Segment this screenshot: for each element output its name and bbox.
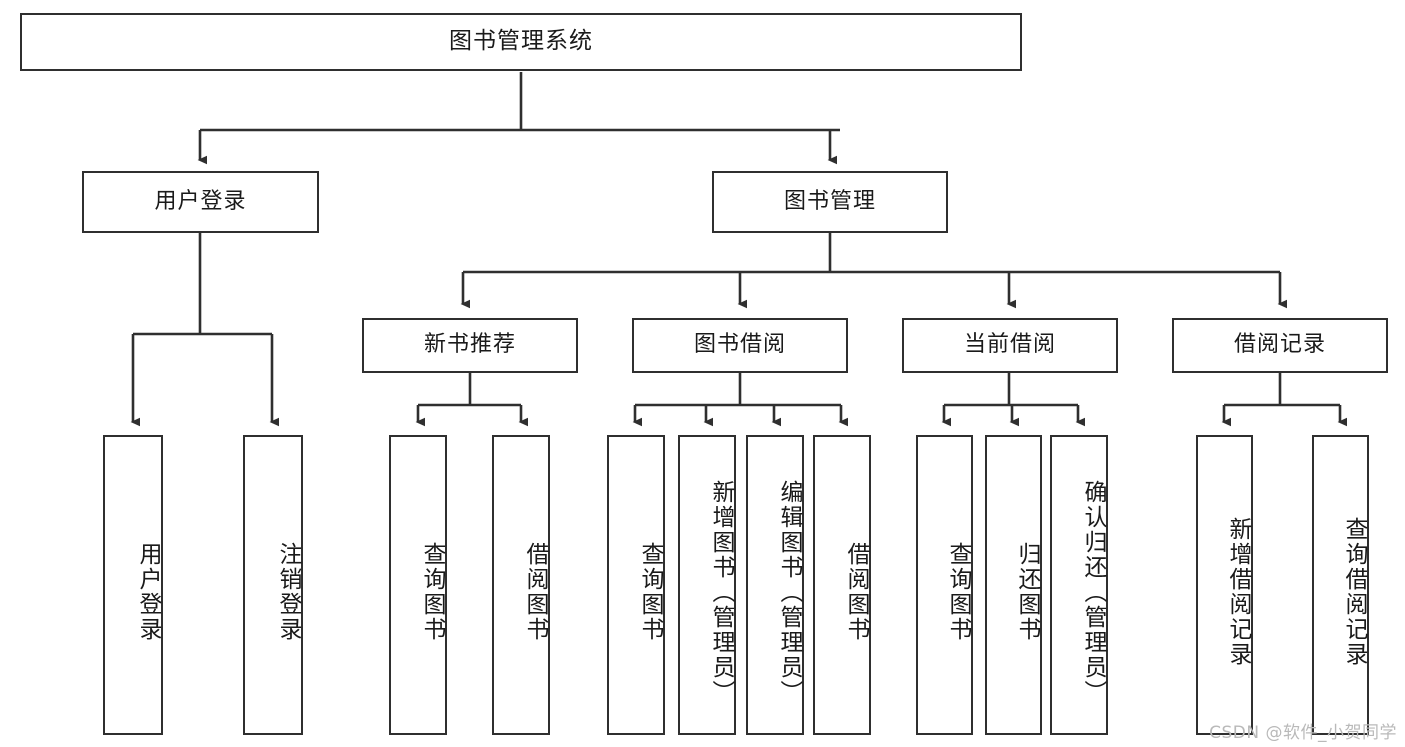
- leaf-confirm-return-admin[interactable]: 确认归还（管理员）: [1050, 435, 1108, 735]
- csdn-watermark: CSDN @软件_小贺同学: [1209, 723, 1397, 743]
- leaf-query-borrow-record[interactable]: 查询借阅记录: [1312, 435, 1369, 735]
- leaf-return-book[interactable]: 归还图书: [985, 435, 1042, 735]
- leaf-borrow-book[interactable]: 借阅图书: [813, 435, 871, 735]
- node-book-borrow[interactable]: 图书借阅: [632, 318, 848, 373]
- node-root-system[interactable]: 图书管理系统: [20, 13, 1022, 71]
- leaf-add-borrow-record[interactable]: 新增借阅记录: [1196, 435, 1253, 735]
- leaf-edit-book-admin[interactable]: 编辑图书（管理员）: [746, 435, 804, 735]
- node-borrow-records[interactable]: 借阅记录: [1172, 318, 1388, 373]
- node-user-login[interactable]: 用户登录: [82, 171, 319, 233]
- leaf-query-book-borrow[interactable]: 查询图书: [607, 435, 665, 735]
- leaf-user-login[interactable]: 用户登录: [103, 435, 163, 735]
- node-current-borrow[interactable]: 当前借阅: [902, 318, 1118, 373]
- node-book-management[interactable]: 图书管理: [712, 171, 948, 233]
- leaf-logout[interactable]: 注销登录: [243, 435, 303, 735]
- leaf-query-book-recommend[interactable]: 查询图书: [389, 435, 447, 735]
- leaf-add-book-admin[interactable]: 新增图书（管理员）: [678, 435, 736, 735]
- leaf-borrow-book-recommend[interactable]: 借阅图书: [492, 435, 550, 735]
- leaf-query-book-current[interactable]: 查询图书: [916, 435, 973, 735]
- node-new-book-recommend[interactable]: 新书推荐: [362, 318, 578, 373]
